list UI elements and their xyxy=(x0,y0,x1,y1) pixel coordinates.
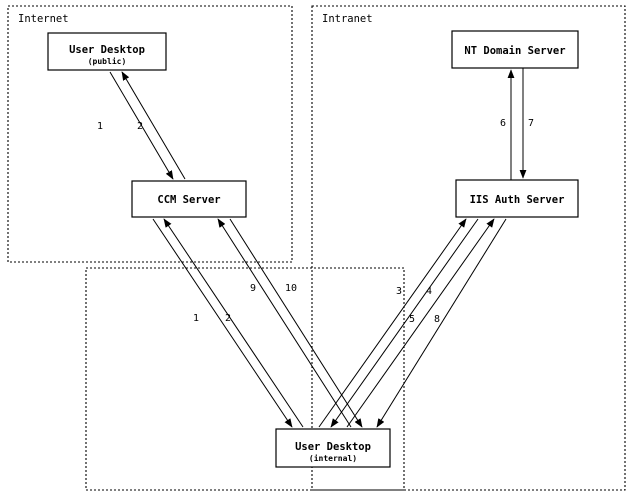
zone-intranet-border xyxy=(311,5,626,491)
zone-internet-label: Internet xyxy=(18,13,69,25)
node-nt-domain-server-title: NT Domain Server xyxy=(464,45,565,57)
flow-label-3: 3 xyxy=(396,286,402,297)
node-user-desktop-internal-subtitle: (internal) xyxy=(309,453,357,463)
zone-intranet-lower-border xyxy=(85,267,405,491)
zone-internet-border xyxy=(7,5,293,263)
flow-line-9 xyxy=(217,218,352,428)
node-nt-domain-server[interactable]: NT Domain Server xyxy=(451,30,579,69)
node-ccm-server-title: CCM Server xyxy=(157,194,220,206)
flow-label-10: 10 xyxy=(285,283,297,294)
flow-line-8 xyxy=(376,218,507,428)
node-user-desktop-internal-title: User Desktop xyxy=(295,441,371,453)
node-ccm-server[interactable]: CCM Server xyxy=(131,180,247,218)
node-iis-auth-server[interactable]: IIS Auth Server xyxy=(455,179,579,218)
flow-line-3 xyxy=(318,218,467,428)
flow-label-2-public: 2 xyxy=(137,121,143,132)
node-iis-auth-server-box[interactable] xyxy=(455,179,579,218)
flow-line-2-public xyxy=(121,71,186,180)
zone-internet: Internet xyxy=(7,5,293,263)
flow-label-7: 7 xyxy=(528,118,534,129)
node-user-desktop-public-subtitle: (public) xyxy=(88,56,127,66)
flow-group-internal-ccm-910: 9 10 xyxy=(217,218,363,428)
flow-line-1-internal xyxy=(163,218,304,428)
flow-group-internal-ccm-12: 1 2 xyxy=(152,218,304,428)
node-user-desktop-internal[interactable]: User Desktop (internal) xyxy=(275,428,391,468)
node-user-desktop-public-box[interactable] xyxy=(47,32,167,71)
flow-label-1-public: 1 xyxy=(97,121,103,132)
flow-label-4: 4 xyxy=(426,286,432,297)
flow-group-public-ccm: 1 2 xyxy=(97,71,186,180)
node-ccm-server-box[interactable] xyxy=(131,180,247,218)
flow-label-8: 8 xyxy=(434,314,440,325)
flow-line-2-internal xyxy=(152,218,293,428)
zone-intranet: Intranet xyxy=(311,5,626,491)
flow-label-6: 6 xyxy=(500,118,506,129)
zone-intranet-lower xyxy=(85,267,405,491)
node-user-desktop-public-title: User Desktop xyxy=(69,44,145,56)
flow-label-9: 9 xyxy=(250,283,256,294)
flow-label-2-internal: 2 xyxy=(225,313,231,324)
flow-group-internal-iis-34: 3 4 xyxy=(318,218,479,428)
node-user-desktop-public[interactable]: User Desktop (public) xyxy=(47,32,167,71)
flow-line-10 xyxy=(229,218,363,428)
flow-line-4 xyxy=(330,218,479,428)
zone-intranet-label: Intranet xyxy=(322,13,373,25)
node-user-desktop-internal-box[interactable] xyxy=(275,428,391,468)
flow-group-internal-iis-58: 5 8 xyxy=(346,218,507,428)
flow-line-5 xyxy=(346,218,495,428)
node-nt-domain-server-box[interactable] xyxy=(451,30,579,69)
flow-group-iis-ntdomain: 6 7 xyxy=(500,68,534,180)
flow-label-5: 5 xyxy=(409,314,415,325)
flow-label-1-internal: 1 xyxy=(193,313,199,324)
flow-line-1-public xyxy=(109,71,174,180)
node-iis-auth-server-title: IIS Auth Server xyxy=(470,194,565,206)
